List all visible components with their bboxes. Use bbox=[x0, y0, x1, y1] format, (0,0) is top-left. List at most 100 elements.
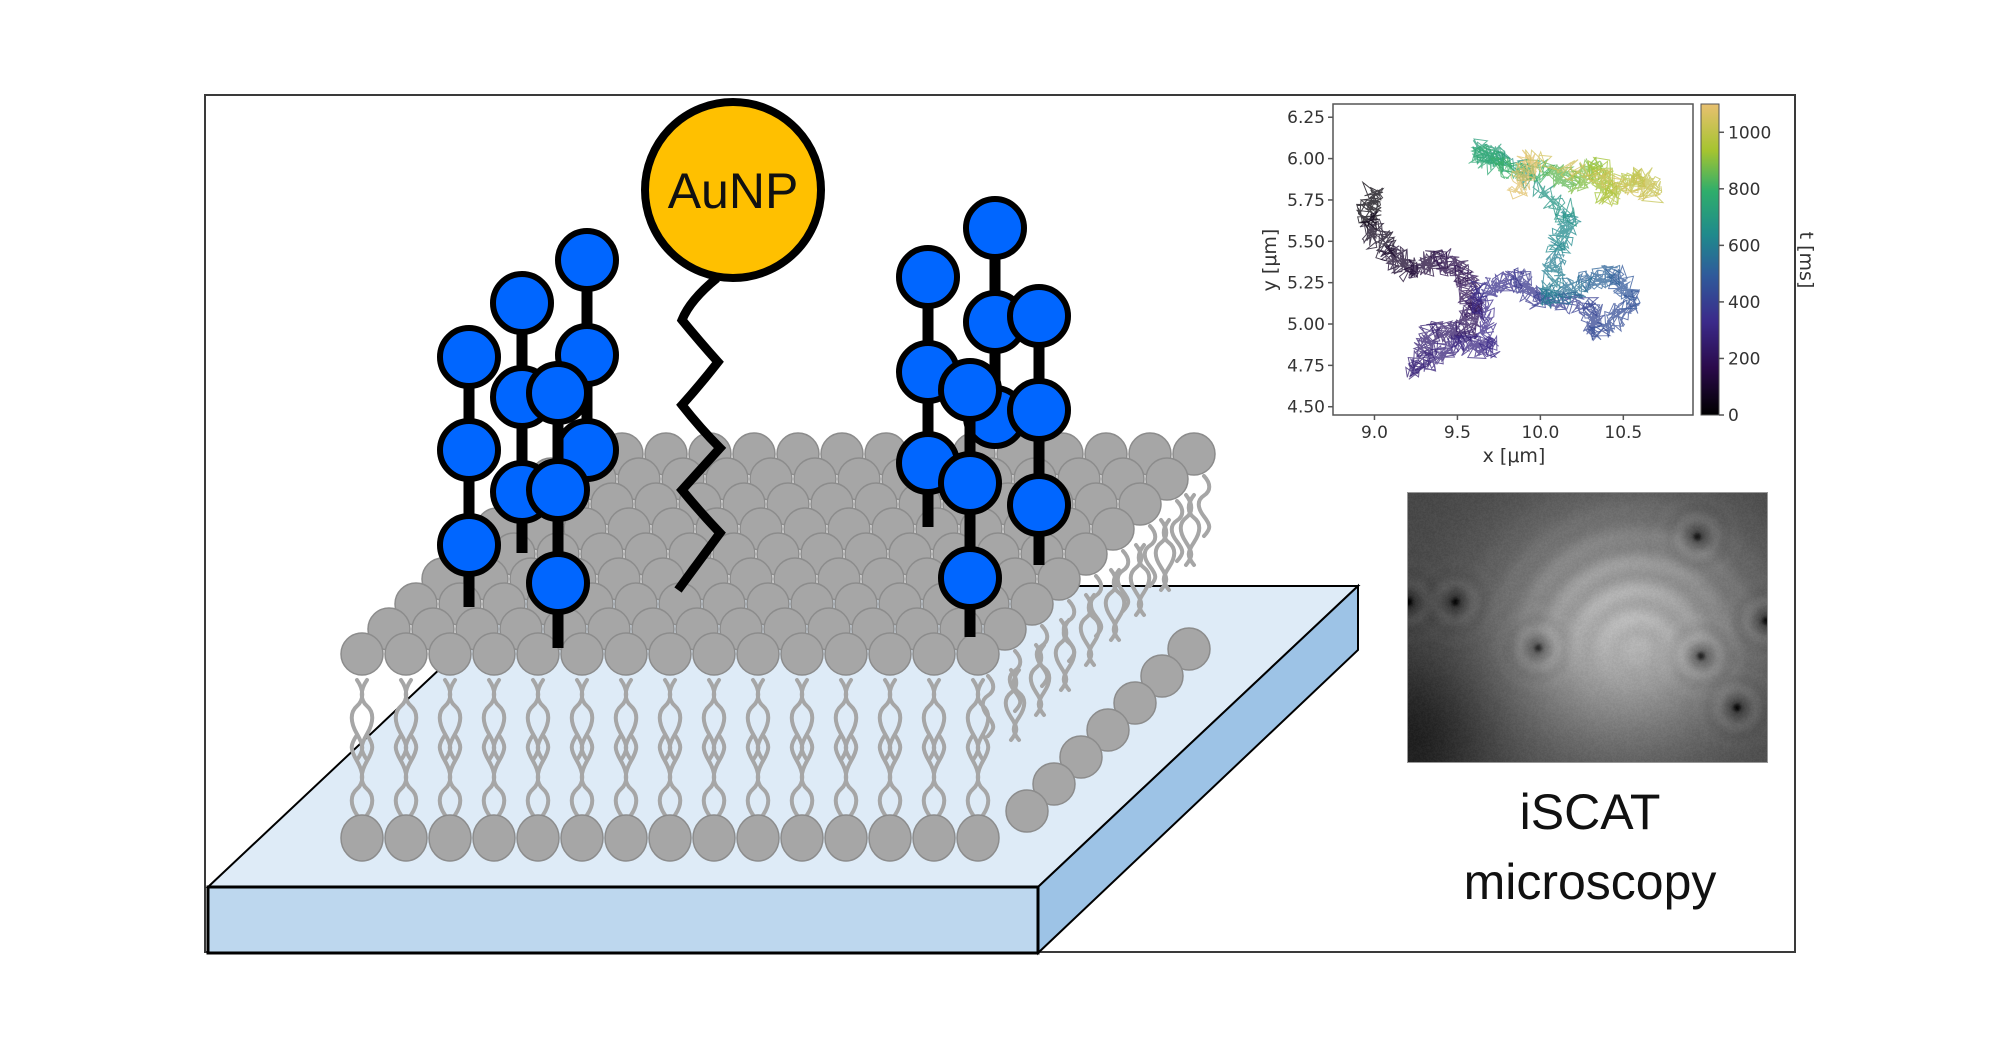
lipid-tail bbox=[1196, 474, 1212, 538]
y-tick-label: 4.50 bbox=[1287, 398, 1325, 418]
trajectory-segment bbox=[1450, 334, 1501, 359]
gold-nanoparticle: AuNP bbox=[641, 98, 825, 593]
lipid-tail bbox=[447, 678, 463, 762]
x-tick-label: 9.0 bbox=[1361, 423, 1388, 443]
lipid-tail bbox=[1011, 668, 1027, 742]
lipid-tail bbox=[491, 678, 507, 762]
aunp-circle bbox=[641, 98, 825, 282]
lipid-tail bbox=[535, 733, 551, 817]
lipid-tail bbox=[359, 678, 375, 762]
glycan-bead bbox=[437, 325, 501, 389]
lipid-tail bbox=[447, 733, 463, 817]
glycan-bead bbox=[437, 418, 501, 482]
plot-axes-frame bbox=[1332, 103, 1694, 416]
glycan-bead bbox=[526, 361, 590, 425]
colorbar bbox=[1700, 103, 1720, 416]
lipid-tail bbox=[711, 733, 727, 817]
glycan-bead bbox=[938, 451, 1002, 515]
x-axis-label: x [μm] bbox=[1483, 445, 1546, 467]
lipid-head bbox=[472, 632, 516, 676]
lipid-tail bbox=[1007, 649, 1023, 713]
lipid-head bbox=[1064, 532, 1108, 576]
colorbar-tick-label: 1000 bbox=[1728, 123, 1771, 143]
lipid-tail bbox=[1161, 518, 1177, 592]
trajectory-segment bbox=[1359, 210, 1397, 262]
lipid-head bbox=[983, 607, 1027, 651]
glycan-bead bbox=[938, 358, 1002, 422]
colorbar-tick-label: 200 bbox=[1728, 349, 1760, 369]
y-ticks: 4.504.755.005.255.505.756.006.25 bbox=[1287, 108, 1333, 418]
y-tick-label: 5.25 bbox=[1287, 274, 1325, 294]
x-tick-label: 10.0 bbox=[1521, 423, 1559, 443]
lipid-head bbox=[692, 632, 736, 676]
x-tick-label: 10.5 bbox=[1604, 423, 1642, 443]
y-tick-label: 4.75 bbox=[1287, 356, 1325, 376]
lipid-head bbox=[560, 814, 604, 862]
lipid-head bbox=[824, 632, 868, 676]
glycan-chain bbox=[555, 228, 619, 482]
substrate-front-face bbox=[206, 885, 1040, 955]
lipid-head bbox=[516, 814, 560, 862]
y-tick-label: 5.75 bbox=[1287, 191, 1325, 211]
caption-iscat: iSCAT bbox=[1519, 784, 1661, 840]
lipid-head bbox=[428, 632, 472, 676]
glycan-bead bbox=[1007, 378, 1071, 442]
glycan-chain bbox=[437, 325, 501, 607]
lipid-head bbox=[1005, 789, 1049, 833]
lipid-head bbox=[780, 632, 824, 676]
x-ticks: 9.0 9.5 10.0 10.5 bbox=[1361, 415, 1642, 443]
lipid-head bbox=[1172, 432, 1216, 476]
lipid-tail bbox=[1186, 493, 1202, 567]
lipid-tail bbox=[667, 733, 683, 817]
iscat-frame bbox=[1408, 493, 1767, 762]
glycan-bead bbox=[1007, 473, 1071, 537]
trajectory-segment bbox=[1580, 297, 1612, 342]
trajectory-segment bbox=[1506, 149, 1542, 200]
glycan-chain bbox=[1007, 284, 1071, 565]
y-tick-label: 5.00 bbox=[1287, 315, 1325, 335]
trajectory-segment bbox=[1542, 161, 1580, 191]
lipid-tail bbox=[799, 733, 815, 817]
lipid-head bbox=[912, 632, 956, 676]
colorbar-label: t [ms] bbox=[1795, 232, 1817, 289]
lipid-head bbox=[384, 814, 428, 862]
lipid-tail bbox=[535, 678, 551, 762]
lipid-tail bbox=[1128, 543, 1144, 617]
glycan-bead bbox=[526, 458, 590, 522]
trajectory-segment bbox=[1545, 207, 1582, 254]
aunp-label: AuNP bbox=[668, 163, 799, 219]
lipid-head bbox=[1113, 681, 1157, 725]
glycan-bead bbox=[1007, 284, 1071, 348]
trajectory-segment bbox=[1429, 248, 1475, 285]
glycan-chain bbox=[938, 358, 1002, 637]
lipid-tail bbox=[980, 674, 996, 738]
lipid-tail bbox=[491, 733, 507, 817]
glycan-bead bbox=[526, 551, 590, 615]
trajectory-segment bbox=[1469, 268, 1525, 302]
lipid-tail bbox=[711, 678, 727, 762]
lipid-tail bbox=[887, 678, 903, 762]
lipid-tail bbox=[843, 678, 859, 762]
lipid-head bbox=[1118, 482, 1162, 526]
lipid-tail bbox=[1061, 599, 1077, 663]
lipid-tail bbox=[623, 678, 639, 762]
trajectory-segment bbox=[1537, 275, 1594, 306]
lipid-head bbox=[1032, 762, 1076, 806]
lipid-tail bbox=[403, 733, 419, 817]
x-tick-label: 9.5 bbox=[1444, 423, 1471, 443]
colorbar-tick-label: 800 bbox=[1728, 180, 1760, 200]
lipid-head bbox=[1037, 557, 1081, 601]
caption-microscopy: microscopy bbox=[1463, 854, 1717, 910]
trajectory-segment bbox=[1587, 290, 1641, 341]
glycan-chains bbox=[437, 196, 1071, 648]
lipid-tail bbox=[1028, 643, 1044, 717]
glycan-bead bbox=[938, 546, 1002, 610]
lower-leaflet bbox=[340, 493, 1211, 862]
lipid-head bbox=[780, 814, 824, 862]
glycan-bead bbox=[896, 245, 960, 309]
glycan-bead bbox=[437, 513, 501, 577]
aunp-tether bbox=[674, 274, 727, 593]
